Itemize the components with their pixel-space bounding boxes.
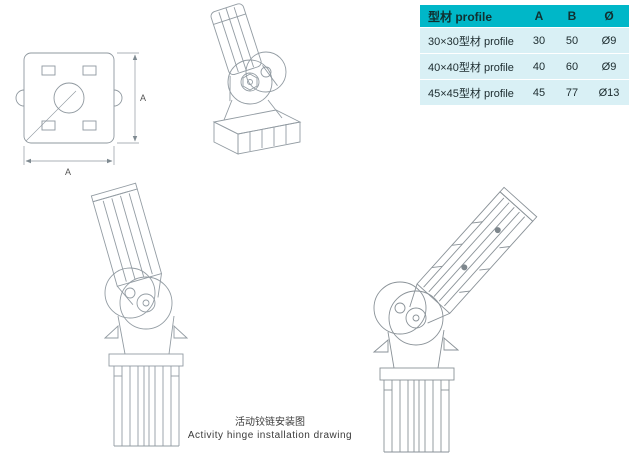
cell-profile: 45×45型材 profile [420,79,523,106]
table-row: 40×40型材 profile 40 60 Ø9 [420,53,629,80]
hinge-pivot [227,59,273,105]
caption-chinese: 活动铰链安装图 [235,417,305,428]
hinge-arm [210,3,278,102]
col-header-profile: 型材 profile [420,5,523,28]
cell-diameter: Ø9 [589,53,629,80]
drawing-caption: 活动铰链安装图 Activity hinge installation draw… [160,417,380,442]
col-header-b: B [555,5,589,28]
cell-profile: 40×40型材 profile [420,53,523,80]
col-header-a: A [523,5,555,28]
vertical-profile-column [113,366,180,447]
table-header-row: 型材 profile A B Ø [420,5,629,28]
hinge-pivot [388,290,444,346]
cell-diameter: Ø9 [589,27,629,54]
table-row: 30×30型材 profile 30 50 Ø9 [420,27,629,54]
hinge-pivot [119,276,173,330]
hinge-back-plate [245,51,287,93]
col-header-diameter: Ø [589,5,629,28]
dim-label-horizontal: A [65,167,71,177]
cell-b: 77 [555,79,589,106]
isometric-view-drawing [210,3,302,155]
cell-b: 60 [555,53,589,80]
tilted-profile-arm [90,182,163,305]
cell-diameter: Ø13 [589,79,629,106]
profile-cross-section [15,52,123,144]
hinge-installation-right-drawing [372,186,538,453]
dimension-lines [23,52,139,165]
table-row: 45×45型材 profile 45 77 Ø13 [420,79,629,106]
profile-spec-table: 型材 profile A B Ø 30×30型材 profile 30 50 Ø… [420,5,629,106]
hinge-back-plate [373,281,427,335]
cell-a: 45 [523,79,555,106]
hinge-bracket [372,329,460,381]
dim-label-vertical: A [140,93,146,103]
cell-b: 50 [555,27,589,54]
cell-a: 40 [523,53,555,80]
hinge-back-plate [104,267,156,319]
hinge-bracket [103,315,189,367]
cell-a: 30 [523,27,555,54]
vertical-profile-column [383,380,450,453]
hinge-bracket [223,99,283,121]
hinge-installation-left-drawing [90,182,189,447]
tilted-profile-arm [409,186,538,324]
front-view-drawing: A A [15,52,146,177]
caption-english: Activity hinge installation drawing [187,430,353,441]
hinge-base [212,109,302,155]
cell-profile: 30×30型材 profile [420,27,523,54]
